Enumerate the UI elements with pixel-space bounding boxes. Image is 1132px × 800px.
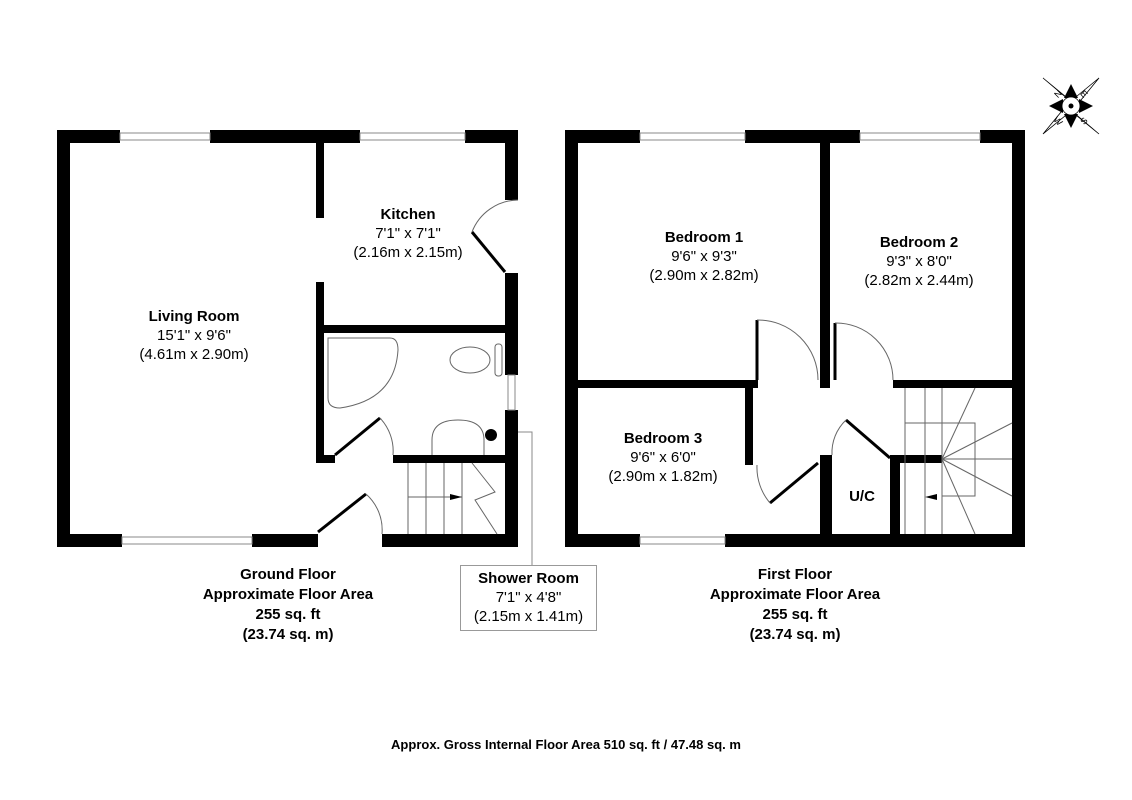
uc-label: U/C bbox=[849, 488, 875, 505]
room-imperial: 15'1" x 9'6" bbox=[157, 327, 231, 344]
floor-title: First Floor bbox=[757, 566, 833, 583]
room-name: Bedroom 2 bbox=[879, 234, 959, 251]
compass-icon: N E S W bbox=[1042, 77, 1100, 135]
compass-n: N bbox=[1052, 88, 1064, 100]
floor-title: Ground Floor bbox=[240, 566, 336, 583]
room-imperial: 7'1" x 4'8" bbox=[495, 589, 562, 606]
room-imperial: 7'1" x 7'1" bbox=[375, 225, 441, 242]
bedroom-1-label: Bedroom 1 9'6" x 9'3" (2.90m x 2.82m) bbox=[649, 228, 758, 285]
shower-room-leader bbox=[518, 431, 533, 565]
shower-room-label: Shower Room 7'1" x 4'8" (2.15m x 1.41m) bbox=[460, 565, 597, 631]
room-metric: (2.82m x 2.44m) bbox=[864, 272, 974, 289]
room-name: Bedroom 3 bbox=[623, 430, 703, 447]
room-name: Bedroom 1 bbox=[664, 229, 744, 246]
ground-floor-fixtures bbox=[327, 199, 519, 535]
first-floor-walls bbox=[565, 130, 1025, 547]
floor-sqft: 255 sq. ft bbox=[255, 606, 321, 623]
compass-e: E bbox=[1078, 88, 1089, 99]
shower-tray bbox=[327, 337, 399, 409]
living-room-label: Living Room 15'1" x 9'6" (4.61m x 2.90m) bbox=[139, 307, 248, 364]
room-metric: (2.16m x 2.15m) bbox=[353, 244, 463, 261]
room-metric: (2.90m x 1.82m) bbox=[608, 468, 718, 485]
room-metric: (2.90m x 2.82m) bbox=[649, 267, 759, 284]
ground-floor-doors bbox=[317, 231, 507, 534]
floor-sqm: (23.74 sq. m) bbox=[242, 626, 334, 643]
basin bbox=[431, 419, 485, 455]
bedroom-3-label: Bedroom 3 9'6" x 6'0" (2.90m x 1.82m) bbox=[608, 429, 717, 486]
room-name: Kitchen bbox=[380, 206, 436, 223]
room-imperial: 9'6" x 9'3" bbox=[671, 248, 737, 265]
floor-subtitle: Approximate Floor Area bbox=[202, 586, 374, 603]
soil-pipe bbox=[485, 429, 497, 441]
kitchen-label: Kitchen 7'1" x 7'1" (2.16m x 2.15m) bbox=[353, 205, 462, 262]
floor-subtitle: Approximate Floor Area bbox=[709, 586, 881, 603]
room-imperial: 9'6" x 6'0" bbox=[630, 449, 696, 466]
toilet bbox=[449, 346, 491, 374]
room-name: Living Room bbox=[148, 308, 240, 325]
compass-s: S bbox=[1078, 115, 1089, 126]
total-floor-area: Approx. Gross Internal Floor Area 510 sq… bbox=[391, 737, 741, 752]
floor-sqm: (23.74 sq. m) bbox=[749, 626, 841, 643]
ground-floor-walls bbox=[57, 130, 518, 547]
bedroom-2-label: Bedroom 2 9'3" x 8'0" (2.82m x 2.44m) bbox=[864, 233, 973, 290]
first-floor-fixtures bbox=[756, 319, 1013, 535]
floor-sqft: 255 sq. ft bbox=[762, 606, 828, 623]
first-floor-windows bbox=[639, 132, 981, 545]
ground-floor-area: Ground Floor Approximate Floor Area 255 … bbox=[203, 565, 373, 645]
room-metric: (4.61m x 2.90m) bbox=[139, 346, 249, 363]
first-floor-area: First Floor Approximate Floor Area 255 s… bbox=[710, 565, 880, 645]
room-imperial: 9'3" x 8'0" bbox=[886, 253, 952, 270]
room-name: Shower Room bbox=[478, 570, 579, 587]
first-floor-doors bbox=[755, 320, 891, 505]
ground-floor-windows bbox=[119, 132, 516, 545]
room-metric: (2.15m x 1.41m) bbox=[473, 608, 584, 625]
